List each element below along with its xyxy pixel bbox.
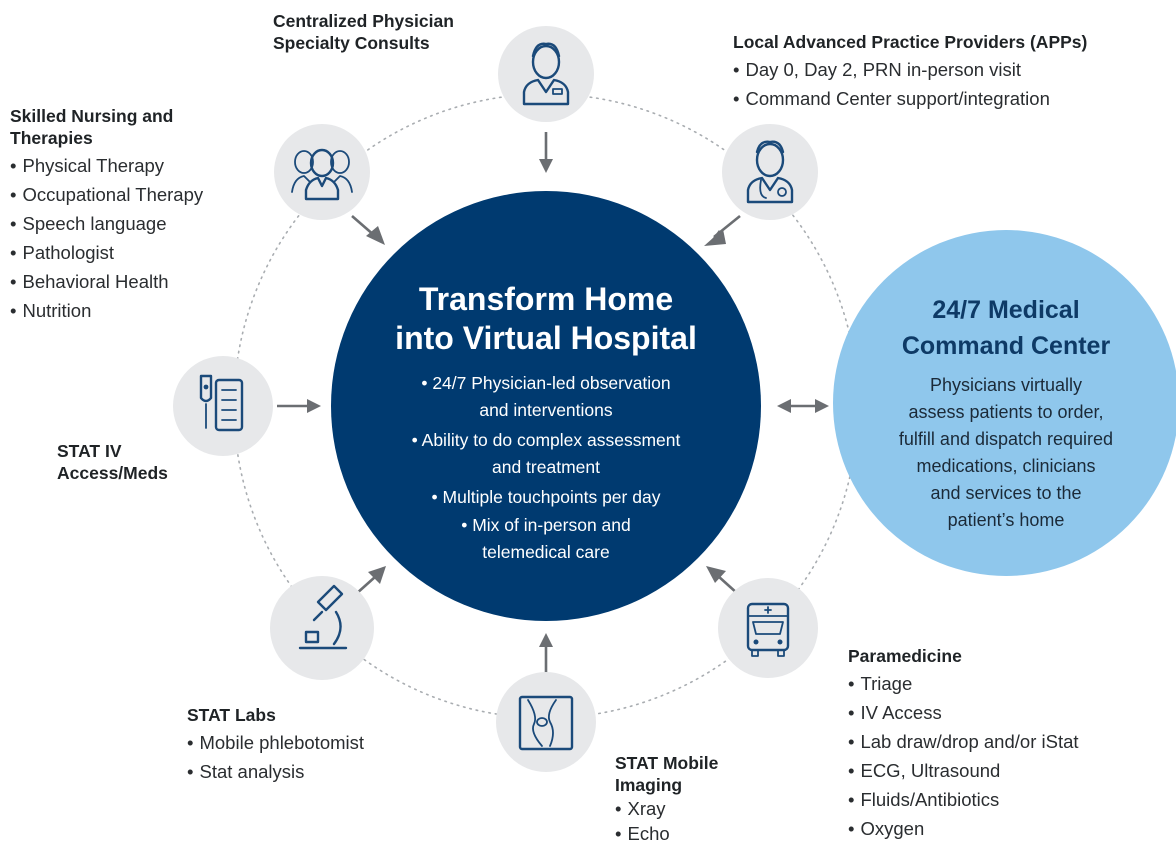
list-item: Behavioral Health <box>10 267 203 296</box>
paramedicine-list: Triage IV Access Lab draw/drop and/or iS… <box>848 669 1079 843</box>
list-item: Physical Therapy <box>10 151 203 180</box>
node-nursing <box>274 124 370 220</box>
node-imaging <box>496 672 596 772</box>
apps-list: Day 0, Day 2, PRN in-person visit Comman… <box>733 55 1087 113</box>
list-item: Oxygen <box>848 814 1079 843</box>
imaging-list: Xray Echo <box>615 796 718 846</box>
center-bullet-1: • 24/7 Physician-led observation <box>421 373 670 393</box>
arrow-from-imaging <box>539 633 553 675</box>
imaging-title-2: Imaging <box>615 775 683 795</box>
node-iv <box>173 356 273 456</box>
list-item: ECG, Ultrasound <box>848 756 1079 785</box>
labs-list: Mobile phlebotomist Stat analysis <box>187 728 364 786</box>
center-title-line1: Transform Home <box>419 281 673 317</box>
list-item: Stat analysis <box>187 757 364 786</box>
list-item: Lab draw/drop and/or iStat <box>848 727 1078 756</box>
list-item: IV Access <box>848 698 1079 727</box>
command-center-circle <box>833 230 1176 576</box>
command-center-body-4: medications, clinicians <box>916 456 1095 476</box>
ambulance-icon <box>746 602 790 657</box>
node-labs <box>270 576 374 680</box>
center-circle <box>331 191 761 621</box>
nursing-list: Physical Therapy Occupational Therapy Sp… <box>10 151 203 325</box>
center-bullet-1-cont: and interventions <box>479 400 613 420</box>
label-imaging: STAT Mobile Imaging Xray Echo <box>615 752 718 846</box>
label-paramedicine: Paramedicine Triage IV Access Lab draw/d… <box>848 645 1079 843</box>
doctor-icon <box>522 42 570 106</box>
nursing-title-1: Skilled Nursing and <box>10 106 174 126</box>
node-apps <box>722 124 818 220</box>
center-bullet-4-cont: telemedical care <box>482 542 609 562</box>
list-item: Echo <box>615 821 718 846</box>
command-center-body-6: patient’s home <box>948 510 1065 530</box>
command-center-title-line1: 24/7 Medical <box>932 296 1079 324</box>
list-item: Triage <box>848 669 1079 698</box>
iv-title-2: Access/Meds <box>57 463 168 483</box>
command-center-body-3: fulfill and dispatch required <box>899 429 1113 449</box>
iv-title-1: STAT IV <box>57 441 122 461</box>
command-center-body-5: and services to the <box>930 483 1081 503</box>
list-item: Fluids/Antibiotics <box>848 785 1079 814</box>
list-item: Command Center support/integration <box>733 84 1087 113</box>
nursing-title-2: Therapies <box>10 128 93 148</box>
command-center-title-line2: Command Center <box>902 332 1111 360</box>
physician-consults-title-2: Specialty Consults <box>273 33 430 53</box>
arrow-from-iv <box>277 399 321 413</box>
arrow-from-paramedicine <box>706 566 739 595</box>
labs-title: STAT Labs <box>187 705 276 725</box>
list-item: Pathologist <box>10 238 203 267</box>
microscope-icon <box>298 584 348 650</box>
knee-xray-icon <box>518 695 574 751</box>
list-item: Xray <box>615 796 718 821</box>
arrow-from-labs <box>355 566 386 595</box>
physician-consults-title-1: Centralized Physician <box>273 11 454 31</box>
center-bullet-2-cont: and treatment <box>492 457 600 477</box>
label-labs: STAT Labs Mobile phlebotomist Stat analy… <box>187 704 364 786</box>
list-item: Speech language <box>10 209 203 238</box>
bidirectional-arrow-command-center <box>777 399 829 413</box>
label-iv: STAT IV Access/Meds <box>57 440 168 484</box>
center-title-line2: into Virtual Hospital <box>395 320 697 356</box>
apps-title: Local Advanced Practice Providers (APPs) <box>733 32 1088 52</box>
paramedicine-title: Paramedicine <box>848 646 962 666</box>
center-bullet-3: • Multiple touchpoints per day <box>432 487 661 507</box>
label-nursing: Skilled Nursing and Therapies Physical T… <box>10 105 203 325</box>
list-item: Day 0, Day 2, PRN in-person visit <box>733 55 1087 84</box>
arrow-from-consults <box>539 132 553 173</box>
care-team-icon <box>291 148 353 201</box>
arrow-from-nursing <box>351 215 385 245</box>
label-physician-consults: Centralized Physician Specialty Consults <box>273 10 454 54</box>
center-bullet-4: • Mix of in-person and <box>461 515 631 535</box>
stethoscope-doctor-icon <box>746 140 794 204</box>
iv-drip-icon <box>199 374 244 432</box>
label-apps: Local Advanced Practice Providers (APPs)… <box>733 31 1087 113</box>
command-center-body-1: Physicians virtually <box>930 375 1082 395</box>
arrow-from-apps <box>704 214 741 246</box>
list-item: Nutrition <box>10 296 203 325</box>
node-physician-consults <box>498 26 594 122</box>
command-center-body-2: assess patients to order, <box>908 402 1103 422</box>
list-item: Occupational Therapy <box>10 180 203 209</box>
center-bullet-2: • Ability to do complex assessment <box>412 430 681 450</box>
imaging-title-1: STAT Mobile <box>615 753 719 773</box>
list-item: Mobile phlebotomist <box>187 728 364 757</box>
node-paramedicine <box>718 578 818 678</box>
